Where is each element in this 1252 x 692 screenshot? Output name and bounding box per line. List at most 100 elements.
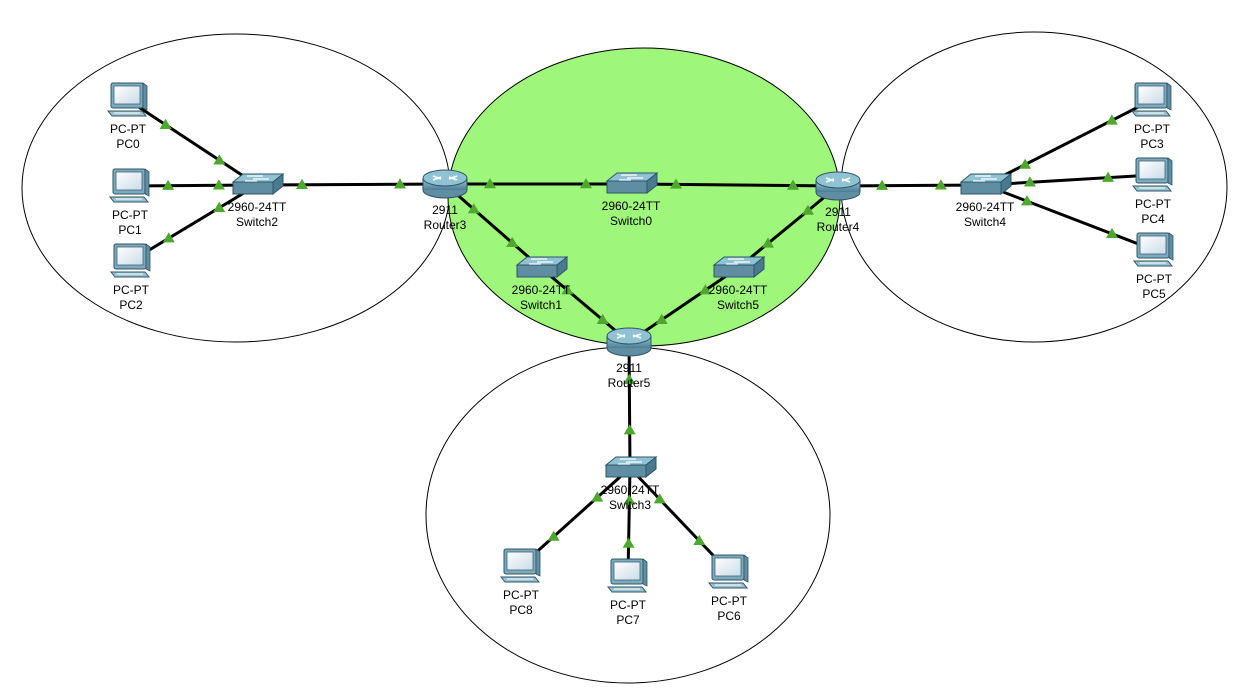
link-status-pc8-end <box>547 530 560 541</box>
switch-icon <box>712 255 766 279</box>
device-model-label: 2911 <box>616 361 642 375</box>
link-status-pc7-end <box>622 537 635 548</box>
link-status-pc1-end <box>162 179 175 190</box>
link-router4-switch5[interactable] <box>737 184 839 270</box>
device-model-label: 2960-24TT <box>512 283 571 297</box>
link-status-pc3-end <box>1105 114 1118 125</box>
device-name-label: Switch1 <box>520 298 562 312</box>
link-status-switch0-end <box>669 178 682 189</box>
link-status-pc5-end <box>1105 227 1118 239</box>
link-switch4-pc3[interactable] <box>984 98 1153 187</box>
link-switch4-pc5[interactable] <box>984 183 1155 252</box>
device-model-label: PC-PT <box>113 283 150 297</box>
link-switch3-pc7[interactable] <box>626 467 632 577</box>
link-router5-switch3[interactable] <box>627 341 632 469</box>
link-status-switch4-end <box>1021 195 1034 206</box>
link-status-switch5-end <box>762 237 774 248</box>
link-switch3-pc6[interactable] <box>628 466 731 574</box>
link-status-switch3-end <box>591 491 604 502</box>
device-model-label: 2960-24TT <box>602 199 661 213</box>
pc-icon <box>106 82 148 117</box>
device-name-label: PC7 <box>616 613 640 627</box>
device-name-label: Switch0 <box>610 214 652 228</box>
link-status-router4-end <box>787 179 800 190</box>
device-model-label: PC-PT <box>610 598 647 612</box>
link-status-pc2-end <box>162 232 175 243</box>
device-model-label: 2960-24TT <box>228 200 287 214</box>
device-name-label: PC2 <box>119 298 143 312</box>
pc-icon <box>109 243 151 278</box>
device-model-label: PC-PT <box>503 588 540 602</box>
device-model-label: 2960-24TT <box>956 200 1015 214</box>
link-status-switch3-end <box>623 424 636 435</box>
device-model-label: PC-PT <box>711 594 748 608</box>
link-status-pc4-end <box>1102 171 1115 182</box>
link-status-switch5-end <box>699 284 712 295</box>
network-areas <box>21 31 1228 684</box>
link-status-switch2-end <box>213 201 226 212</box>
device-model-label: PC-PT <box>112 208 149 222</box>
link-switch0-router4[interactable] <box>630 182 839 188</box>
link-status-switch4-end <box>1023 176 1036 187</box>
link-pc0-switch2[interactable] <box>127 98 258 187</box>
link-pc2-switch2[interactable] <box>130 183 258 263</box>
pc-icon <box>606 558 648 593</box>
link-status-switch2-end <box>213 154 226 165</box>
device-model-label: PC-PT <box>1134 122 1171 136</box>
device-name-label: PC4 <box>1141 212 1165 226</box>
network-links <box>127 98 1155 577</box>
pc-icon <box>1130 82 1172 117</box>
link-status-switch3-end <box>653 493 666 504</box>
link-switch2-router3[interactable] <box>256 182 446 187</box>
device-model-label: PC-PT <box>110 122 147 136</box>
switch-icon <box>604 455 658 479</box>
device-model-label: 2960-24TT <box>601 483 660 497</box>
device-name-label: PC6 <box>717 609 741 623</box>
link-status-router3-end <box>394 178 407 189</box>
switch-icon <box>515 255 569 279</box>
link-status-router4-end <box>876 179 889 190</box>
device-model-label: 2911 <box>432 203 458 217</box>
link-status-switch4-end <box>1019 158 1032 169</box>
router-icon <box>422 169 468 199</box>
link-status-router5-end <box>623 373 636 384</box>
device-name-label: PC0 <box>116 137 140 151</box>
link-switch4-pc4[interactable] <box>984 173 1154 187</box>
link-status-pc0-end <box>159 118 172 129</box>
device-name-label: Switch3 <box>609 498 651 512</box>
switch-icon <box>959 172 1013 196</box>
link-switch5-router5[interactable] <box>628 266 739 344</box>
link-status-pc6-end <box>693 534 706 545</box>
network-devices: 2911Router32911Router42911Router52960-24… <box>106 82 1174 627</box>
pc-icon <box>1132 232 1174 267</box>
link-status-switch0-end <box>580 178 592 189</box>
device-name-label: Router5 <box>608 376 651 390</box>
link-router3-switch1[interactable] <box>444 182 542 270</box>
pc-icon <box>108 168 150 203</box>
link-switch3-pc8[interactable] <box>519 466 632 568</box>
pc-icon <box>499 548 541 583</box>
device-name-label: Switch5 <box>717 298 759 312</box>
switch-icon <box>231 172 285 196</box>
link-status-router5-end <box>655 313 668 324</box>
device-name-label: PC8 <box>509 603 533 617</box>
link-status-switch1-end <box>561 284 574 295</box>
